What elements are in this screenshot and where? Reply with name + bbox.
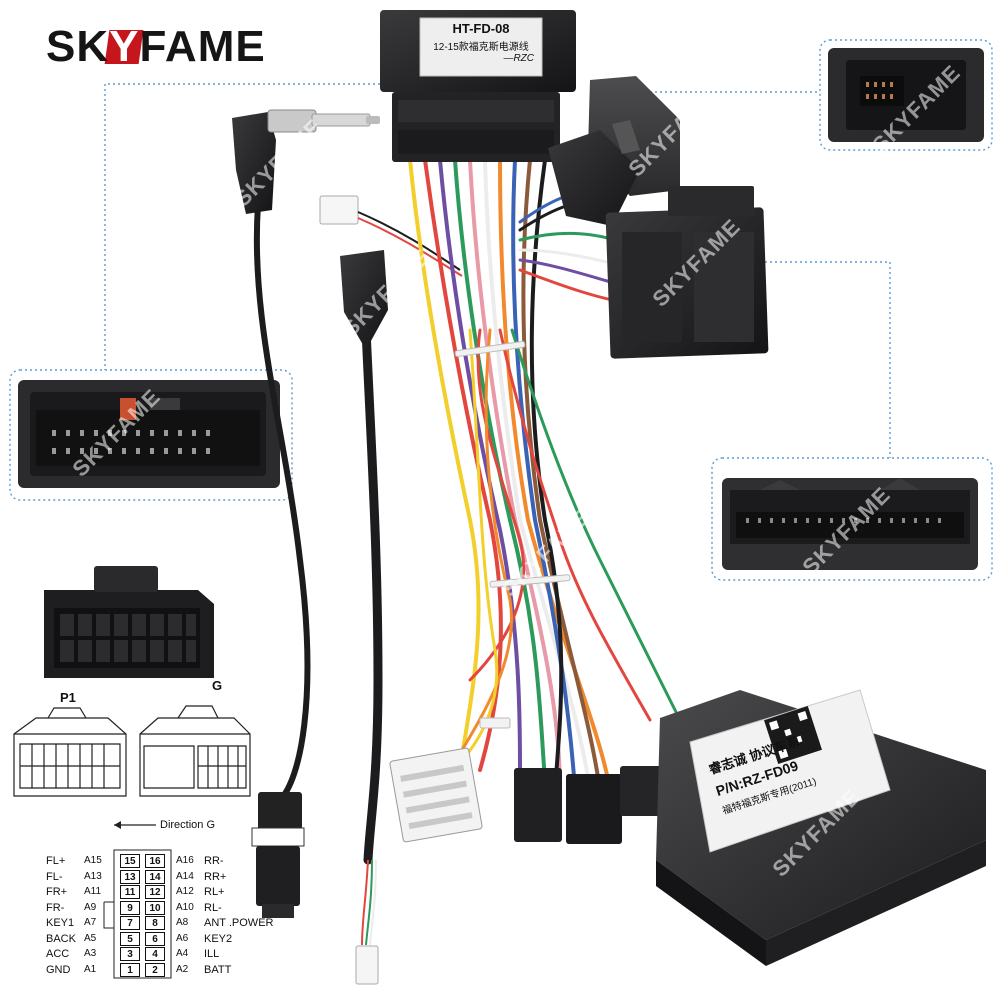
top-main-connector [380, 10, 576, 162]
right-connector-b [605, 186, 769, 359]
brand-prefix: SK [46, 22, 110, 71]
cable-ties [454, 340, 571, 729]
guide-lines [104, 83, 891, 458]
inset-right-connector [722, 478, 978, 570]
right-connector-a [548, 76, 680, 226]
brand-y: Y [109, 22, 140, 71]
inset-left-connector [18, 380, 280, 488]
inset-top-right-connector [828, 48, 984, 142]
top-label-line3: —RZC [503, 53, 534, 64]
brand-suffix: FAME [139, 22, 266, 71]
label-p1: P1 [60, 690, 76, 705]
brand-logo: SKYFAME [46, 22, 266, 72]
plug-line-drawings [13, 705, 251, 797]
bottom-mid-connectors [514, 766, 670, 844]
top-label-line2: 12-15款福克斯电源线 [433, 42, 529, 53]
white-mini-connector [319, 195, 359, 225]
antenna-plug-icon [232, 112, 276, 214]
direction-arrow-icon [114, 821, 156, 829]
canbus-box-icon [656, 689, 986, 966]
second-cable [340, 250, 388, 985]
usb-plug-icon [340, 250, 388, 350]
top-label-line1: HT-FD-08 [452, 21, 510, 36]
antenna-bottom-plug [258, 792, 302, 832]
connector-icon [44, 566, 214, 678]
white-harness-plug [389, 747, 483, 843]
antenna-cable [232, 109, 380, 918]
direction-label: Direction G [160, 819, 216, 831]
label-g: G [212, 678, 223, 693]
wire-bundle [408, 158, 692, 792]
top-connector-label: HT-FD-08 12-15款福克斯电源线 —RZC [420, 18, 542, 76]
